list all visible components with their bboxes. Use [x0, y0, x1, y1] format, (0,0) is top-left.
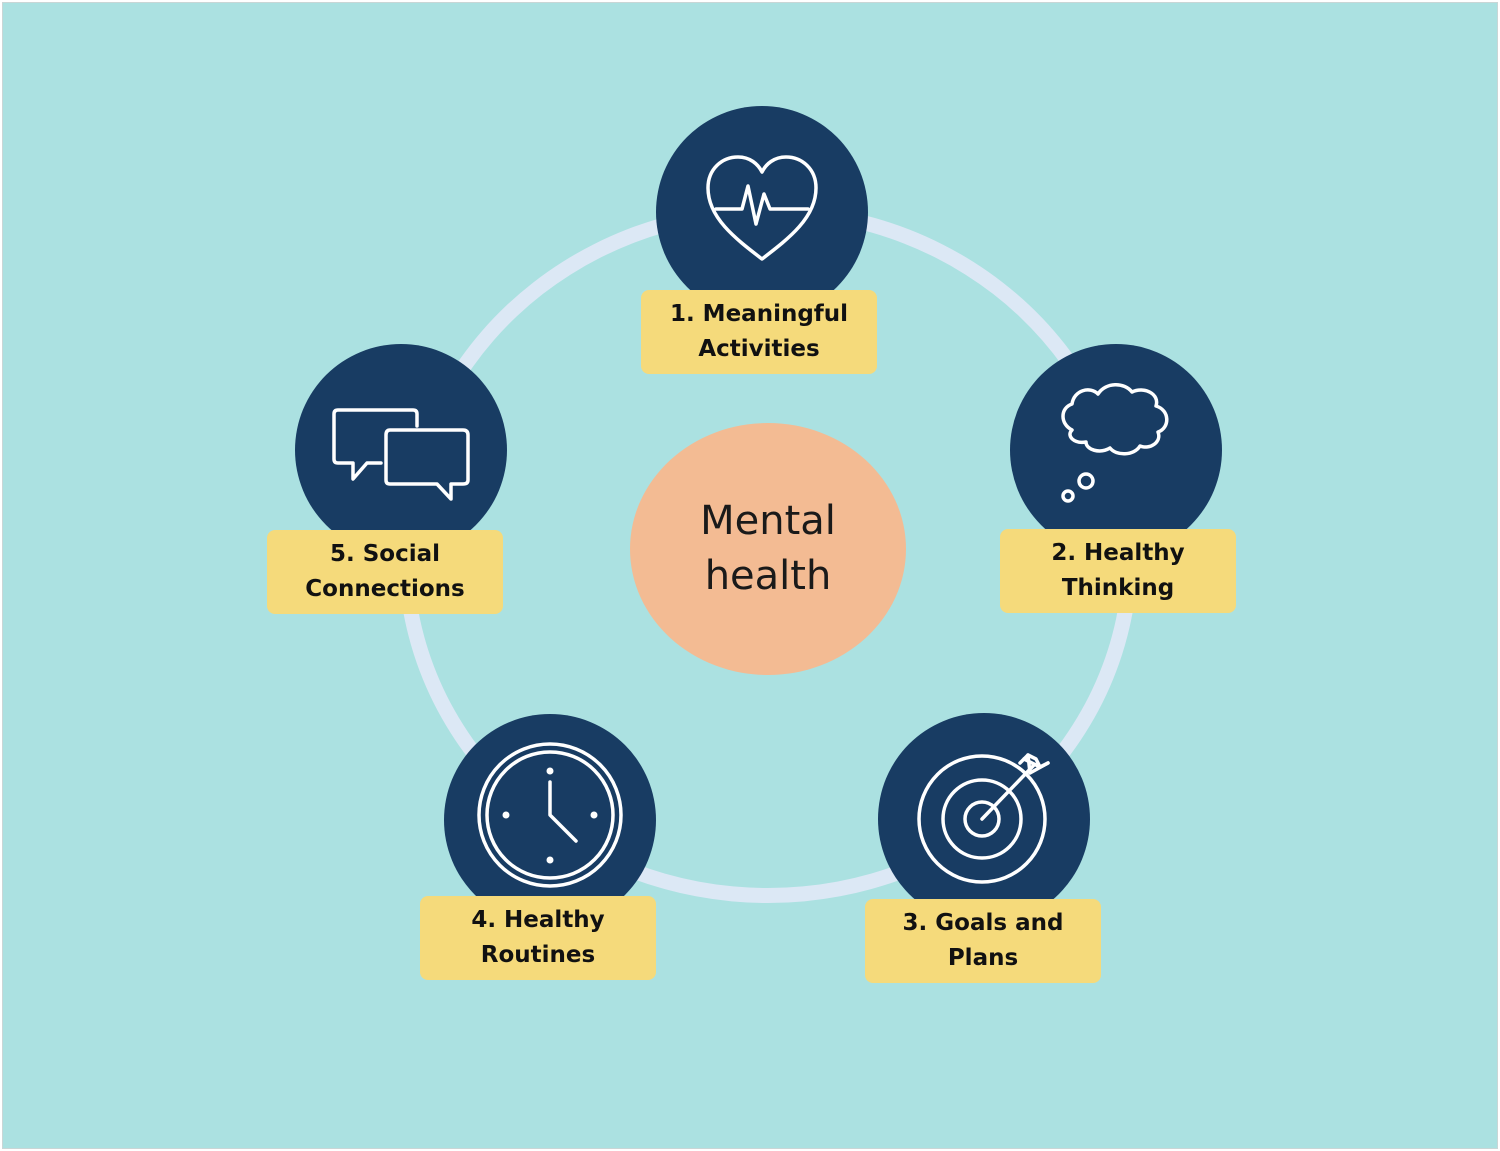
- thought-cloud-icon: [1061, 383, 1169, 503]
- label-text: 1. Meaningful Activities: [669, 301, 849, 362]
- label-text: 5. Social Connections: [305, 541, 465, 602]
- label-meaningful-activities: 1. Meaningful Activities: [641, 290, 877, 374]
- clock-icon: [477, 742, 623, 888]
- target-arrow-icon: [917, 753, 1050, 884]
- label-text: 4. Healthy Routines: [471, 907, 605, 968]
- node-goals-and-plans: [878, 713, 1090, 925]
- label-goals-and-plans: 3. Goals and Plans: [865, 899, 1101, 983]
- label-healthy-thinking: 2. Healthy Thinking: [1000, 529, 1236, 613]
- node-healthy-thinking: [1010, 344, 1222, 556]
- label-text: 3. Goals and Plans: [902, 910, 1064, 971]
- label-social-connections: 5. Social Connections: [267, 530, 503, 614]
- center-mental-health: Mental health: [630, 423, 906, 675]
- speech-bubbles-icon: [332, 408, 470, 501]
- label-text: 2. Healthy Thinking: [1051, 540, 1185, 601]
- label-healthy-routines: 4. Healthy Routines: [420, 896, 656, 980]
- node-healthy-routines: [444, 714, 656, 926]
- node-meaningful-activities: [656, 106, 868, 318]
- node-social-connections: [295, 344, 507, 556]
- heart-pulse-icon: [706, 155, 818, 261]
